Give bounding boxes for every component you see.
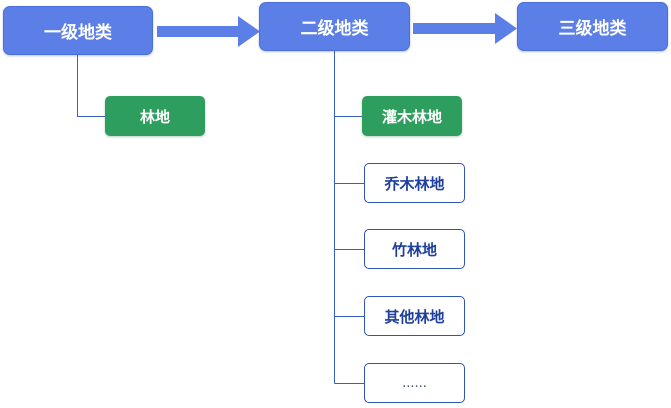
category-lindi: 林地 xyxy=(105,96,205,136)
level2-box: 二级地类 xyxy=(259,2,410,51)
connector-level1-lindi xyxy=(77,55,105,117)
arrow-level2-to-level3 xyxy=(413,13,517,44)
level1-box: 一级地类 xyxy=(3,6,153,55)
category-guanmu-lindi: 灌木林地 xyxy=(362,96,462,136)
category-qita-lindi: 其他林地 xyxy=(364,296,465,336)
arrow-level1-to-level2 xyxy=(157,16,260,47)
category-zhulindi: 竹林地 xyxy=(364,229,465,269)
category-qiaomu-lindi: 乔木林地 xyxy=(364,163,465,203)
category-more-ellipsis: ...... xyxy=(364,363,465,403)
level3-box: 三级地类 xyxy=(517,2,668,51)
